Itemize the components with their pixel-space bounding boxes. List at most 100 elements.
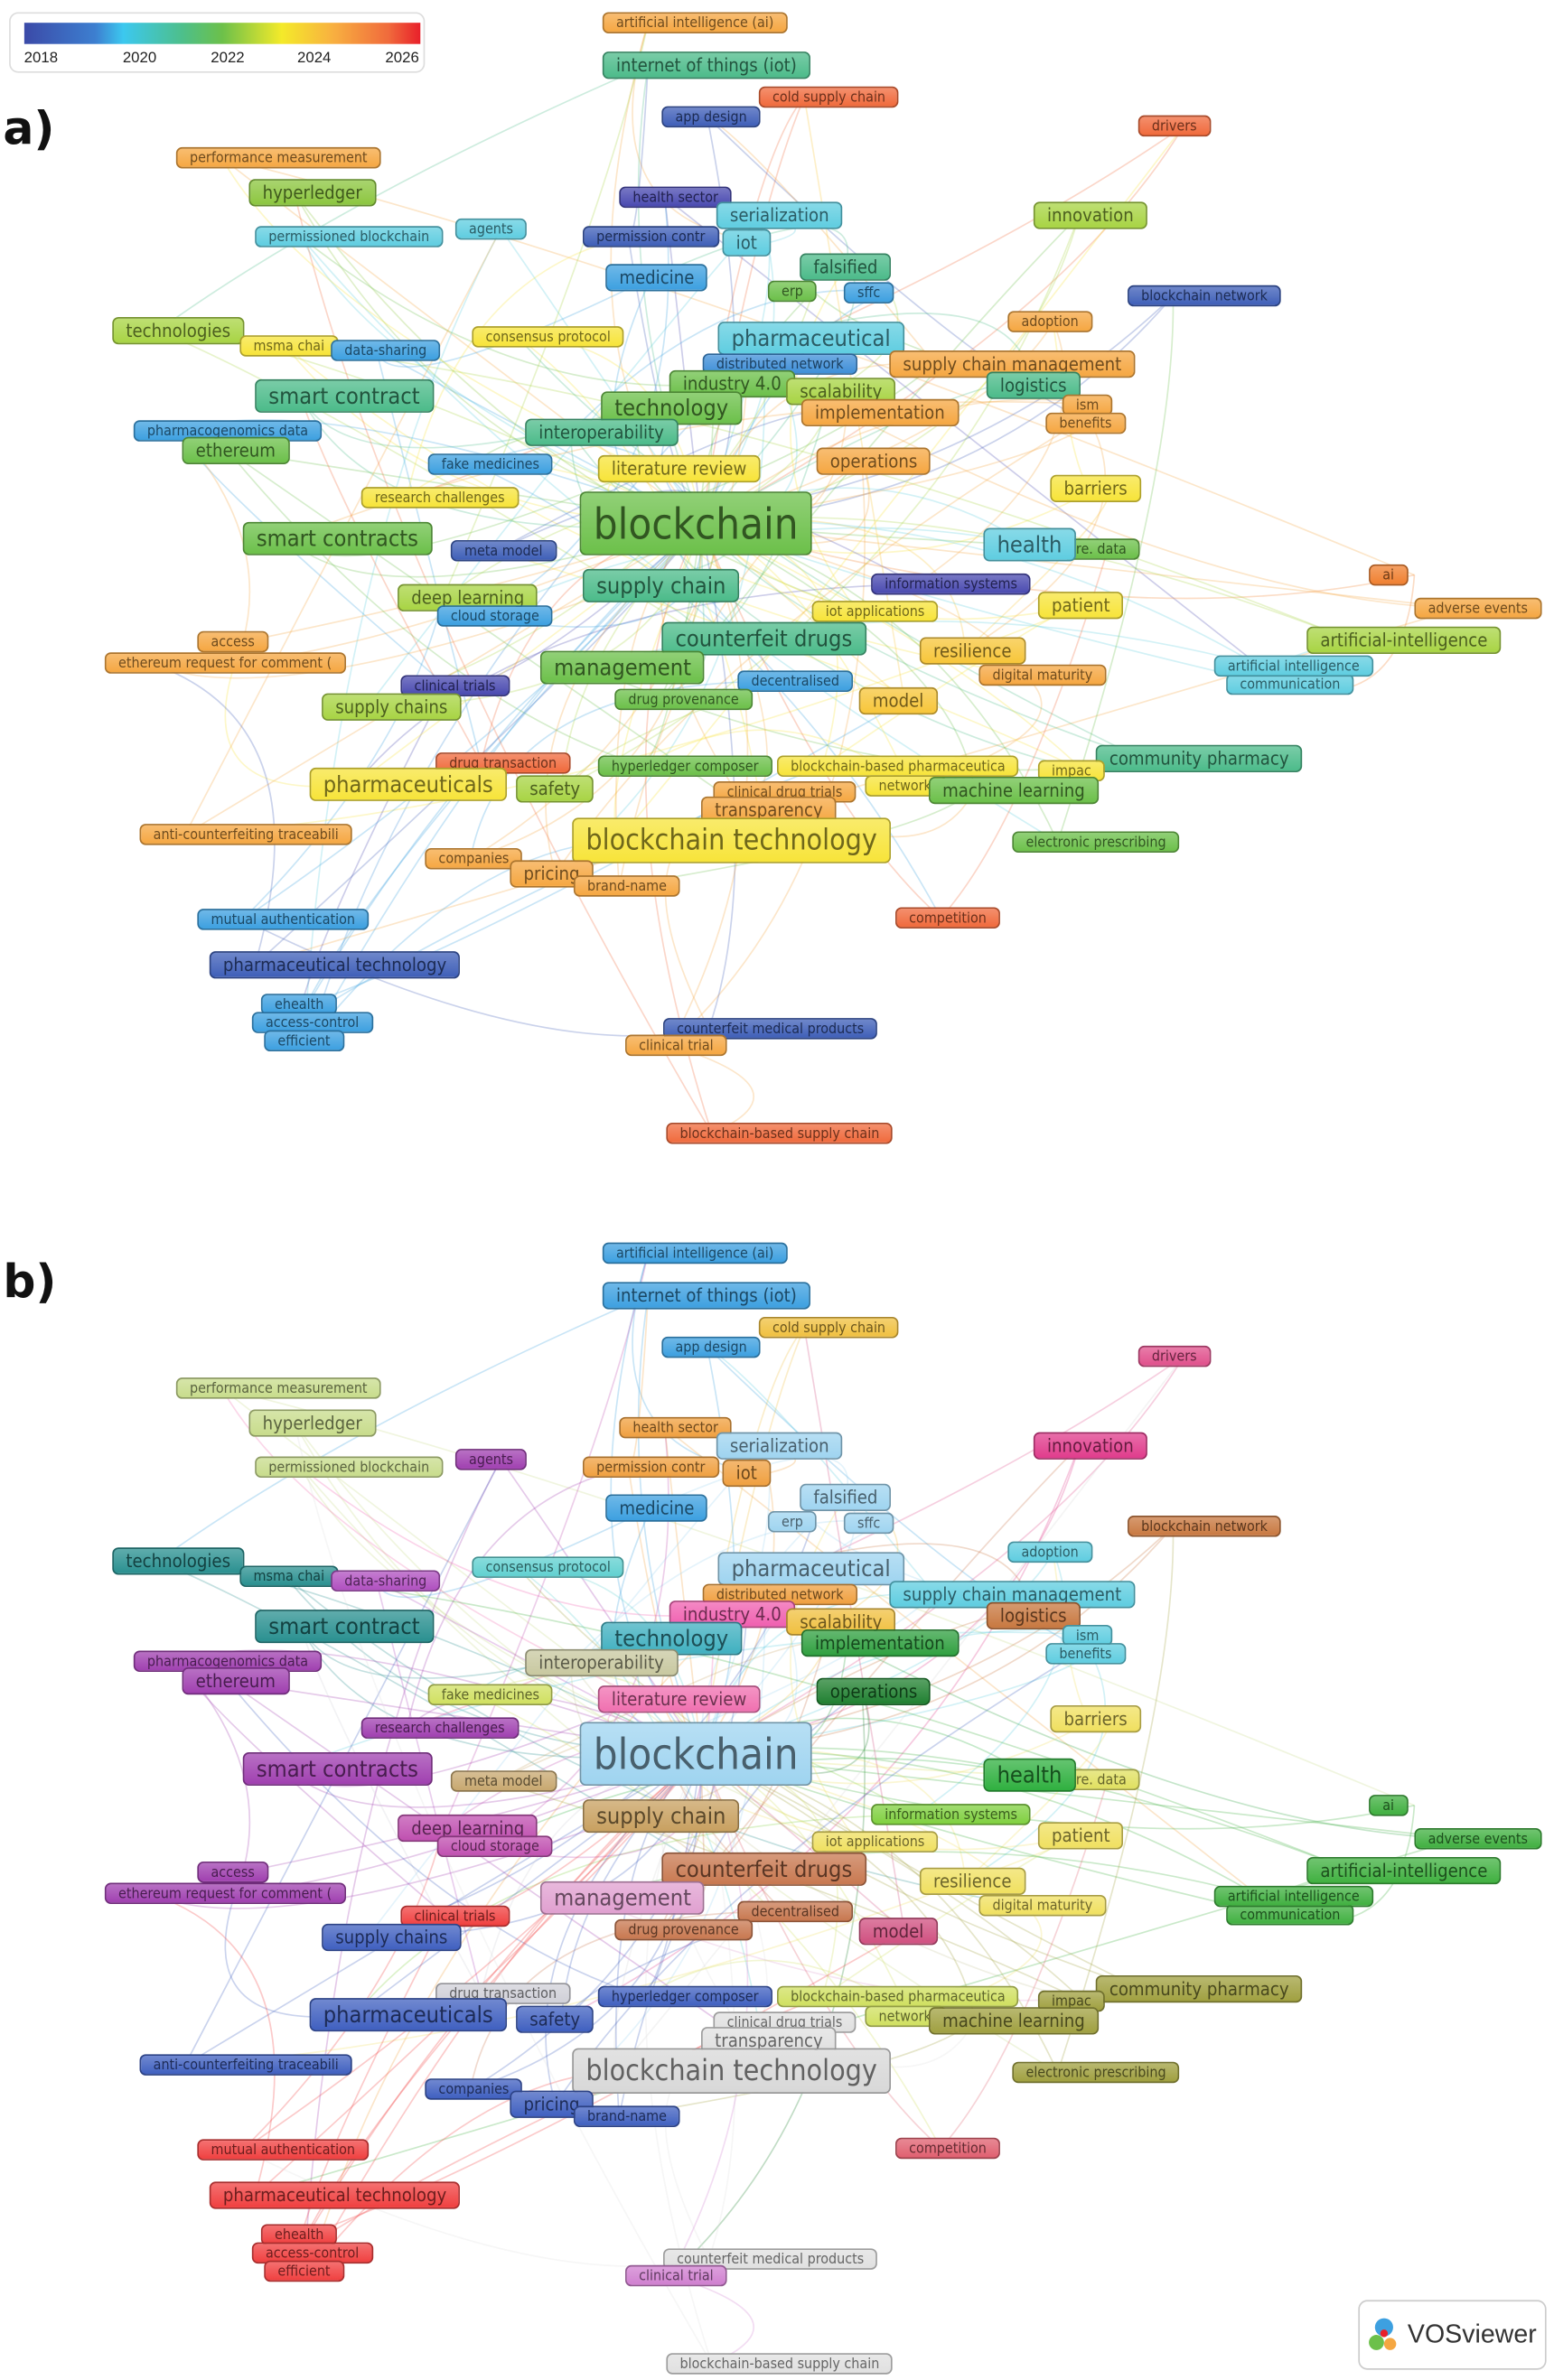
keyword-node[interactable]: blockchain <box>579 491 812 555</box>
keyword-node[interactable]: communication <box>1226 1904 1354 1926</box>
keyword-node[interactable]: impac <box>1037 760 1105 782</box>
keyword-node[interactable]: counterfeit drugs <box>661 621 866 656</box>
keyword-node[interactable]: patient <box>1037 1822 1124 1850</box>
keyword-node[interactable]: barriers <box>1050 1704 1141 1733</box>
keyword-node[interactable]: literature review <box>597 1685 761 1713</box>
keyword-node[interactable]: drug provenance <box>614 688 753 711</box>
keyword-node[interactable]: brand-name <box>573 2105 681 2127</box>
keyword-node[interactable]: agents <box>454 1449 528 1470</box>
keyword-node[interactable]: companies <box>425 847 523 870</box>
keyword-node[interactable]: blockchain-based supply chain <box>666 1122 894 1144</box>
keyword-node[interactable]: blockchain network <box>1128 1516 1282 1537</box>
keyword-node[interactable]: interoperability <box>525 1648 679 1677</box>
keyword-node[interactable]: artificial intelligence (ai) <box>602 12 788 33</box>
keyword-node[interactable]: ai <box>1369 1795 1409 1816</box>
keyword-node[interactable]: operations <box>816 1677 931 1705</box>
keyword-node[interactable]: artificial-intelligence <box>1306 626 1502 654</box>
keyword-node[interactable]: safety <box>516 775 594 803</box>
keyword-node[interactable]: agents <box>454 218 528 240</box>
keyword-node[interactable]: management <box>539 650 706 685</box>
keyword-node[interactable]: machine learning <box>928 2007 1099 2035</box>
keyword-node[interactable]: network <box>865 2005 945 2028</box>
keyword-node[interactable]: anti-counterfeiting traceabili <box>139 824 352 845</box>
keyword-node[interactable]: drivers <box>1137 1345 1211 1367</box>
keyword-node[interactable]: anti-counterfeiting traceabili <box>139 2054 352 2076</box>
keyword-node[interactable]: blockchain technology <box>572 817 891 863</box>
keyword-node[interactable]: adoption <box>1007 311 1092 332</box>
keyword-node[interactable]: drivers <box>1137 115 1211 137</box>
keyword-node[interactable]: fake medicines <box>427 1684 554 1705</box>
keyword-node[interactable]: iot <box>722 1459 772 1488</box>
keyword-node[interactable]: health <box>983 527 1076 562</box>
keyword-node[interactable]: innovation <box>1033 1432 1147 1460</box>
keyword-node[interactable]: smart contract <box>255 378 434 413</box>
keyword-node[interactable]: blockchain technology <box>572 2048 891 2094</box>
keyword-node[interactable]: drug provenance <box>614 1918 753 1941</box>
keyword-node[interactable]: ethereum request for comment ( <box>104 652 346 674</box>
keyword-node[interactable]: communication <box>1226 673 1354 695</box>
keyword-node[interactable]: iot applications <box>811 1831 939 1853</box>
keyword-node[interactable]: management <box>539 1881 706 1915</box>
keyword-node[interactable]: safety <box>516 2005 594 2033</box>
keyword-node[interactable]: community pharmacy <box>1095 744 1303 772</box>
keyword-node[interactable]: electronic prescribing <box>1012 831 1180 853</box>
keyword-node[interactable]: pharmaceuticals <box>309 767 507 801</box>
keyword-node[interactable]: access <box>197 1861 268 1883</box>
keyword-node[interactable]: hyperledger <box>248 179 376 207</box>
keyword-node[interactable]: artificial-intelligence <box>1306 1856 1502 1885</box>
keyword-node[interactable]: pharmaceutical <box>717 322 904 356</box>
keyword-node[interactable]: interoperability <box>525 418 679 446</box>
keyword-node[interactable]: sffc <box>843 1512 894 1535</box>
keyword-node[interactable]: digital maturity <box>978 664 1107 686</box>
keyword-node[interactable]: competition <box>895 2137 1001 2160</box>
keyword-node[interactable]: ethereum <box>182 436 290 464</box>
keyword-node[interactable]: pricing <box>510 2090 594 2118</box>
keyword-node[interactable]: msma chai <box>239 1565 339 1587</box>
keyword-node[interactable]: benefits <box>1045 412 1126 434</box>
keyword-node[interactable]: re. data <box>1062 538 1140 560</box>
keyword-node[interactable]: adverse events <box>1414 597 1542 620</box>
keyword-node[interactable]: internet of things (iot) <box>602 1282 810 1310</box>
keyword-node[interactable]: pharmaceutical technology <box>209 2181 461 2209</box>
keyword-node[interactable]: hyperledger composer <box>597 1985 772 2008</box>
keyword-node[interactable]: brand-name <box>573 875 681 897</box>
keyword-node[interactable]: research challenges <box>360 1717 519 1739</box>
keyword-node[interactable]: clinical trial <box>625 2264 727 2287</box>
keyword-node[interactable]: technologies <box>112 317 245 345</box>
keyword-node[interactable]: companies <box>425 2078 523 2100</box>
keyword-node[interactable]: supply chain <box>583 1799 740 1834</box>
keyword-node[interactable]: consensus protocol <box>472 1556 624 1578</box>
keyword-node[interactable]: serialization <box>716 1432 843 1460</box>
keyword-node[interactable]: counterfeit drugs <box>661 1852 866 1886</box>
keyword-node[interactable]: benefits <box>1045 1643 1126 1665</box>
keyword-node[interactable]: sffc <box>843 282 894 303</box>
keyword-node[interactable]: digital maturity <box>978 1894 1107 1917</box>
keyword-node[interactable]: ai <box>1369 564 1409 586</box>
keyword-node[interactable]: efficient <box>264 1030 344 1052</box>
keyword-node[interactable]: iot <box>722 229 772 257</box>
keyword-node[interactable]: smart contract <box>255 1610 434 1644</box>
keyword-node[interactable]: access <box>197 630 268 653</box>
keyword-node[interactable]: data-sharing <box>331 340 441 361</box>
keyword-node[interactable]: machine learning <box>928 777 1099 805</box>
keyword-node[interactable]: adoption <box>1007 1541 1092 1563</box>
keyword-node[interactable]: patient <box>1037 592 1124 620</box>
keyword-node[interactable]: ethereum request for comment ( <box>104 1882 346 1905</box>
keyword-node[interactable]: permission contr <box>583 1456 719 1479</box>
keyword-node[interactable]: impac <box>1037 1990 1105 2012</box>
keyword-node[interactable]: research challenges <box>360 487 519 509</box>
keyword-node[interactable]: smart contracts <box>242 1752 433 1787</box>
keyword-node[interactable]: consensus protocol <box>472 326 624 348</box>
keyword-node[interactable]: ethereum <box>182 1666 290 1695</box>
keyword-node[interactable]: logistics <box>986 371 1081 399</box>
keyword-node[interactable]: supply chain <box>583 568 740 602</box>
keyword-node[interactable]: performance measurement <box>175 1377 381 1399</box>
keyword-node[interactable]: pharmaceutical <box>717 1552 904 1586</box>
keyword-node[interactable]: artificial intelligence <box>1213 1885 1373 1908</box>
keyword-node[interactable]: iot applications <box>811 601 939 622</box>
keyword-node[interactable]: operations <box>816 447 931 475</box>
keyword-node[interactable]: hyperledger composer <box>597 755 772 778</box>
keyword-node[interactable]: community pharmacy <box>1095 1974 1303 2003</box>
keyword-node[interactable]: adverse events <box>1414 1828 1542 1850</box>
keyword-node[interactable]: permissioned blockchain <box>255 1456 444 1479</box>
